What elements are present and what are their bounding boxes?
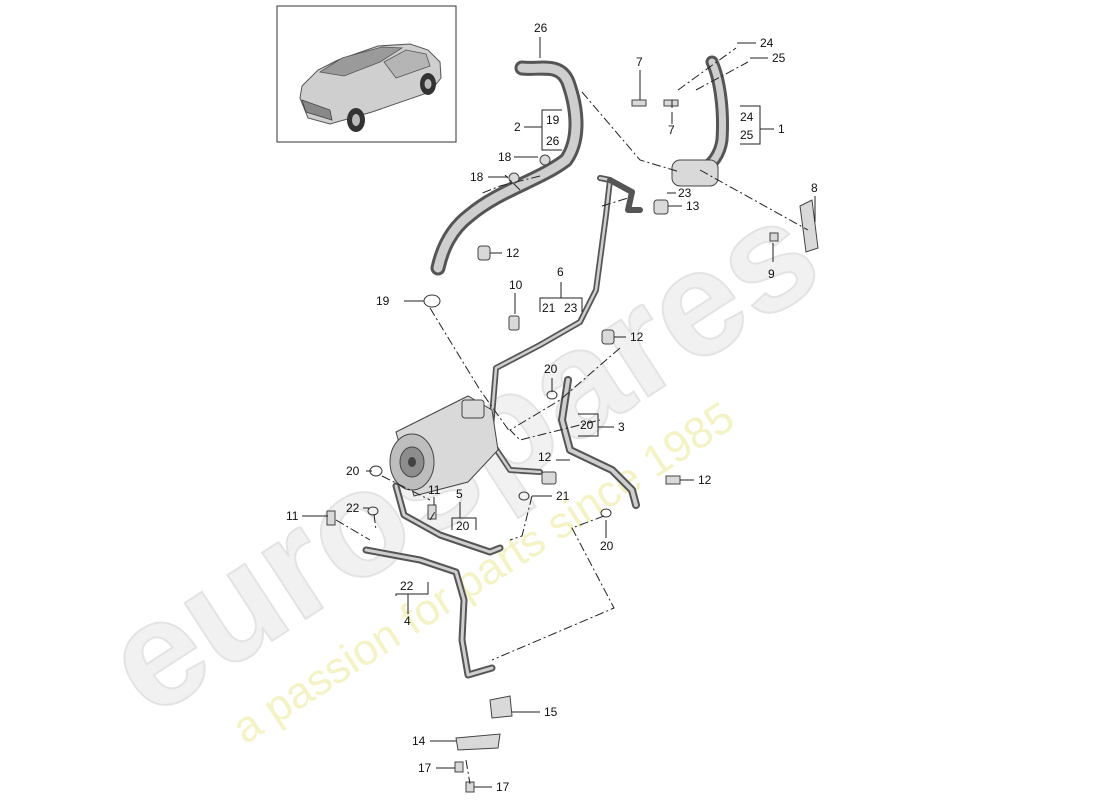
seal-18-a: [539, 154, 551, 166]
label-18-lower: 18: [470, 170, 484, 184]
label-7-right: 7: [668, 123, 675, 137]
label-23-top: 23: [678, 186, 692, 200]
label-20-group5: 20: [456, 519, 470, 533]
label-23-group: 23: [564, 301, 578, 315]
label-19-group: 19: [546, 113, 560, 127]
label-25-top: 25: [772, 51, 786, 65]
label-12-upper: 12: [506, 246, 520, 260]
label-2: 2: [514, 120, 521, 134]
bolt-11-b: [427, 504, 437, 520]
label-20-right: 20: [600, 539, 614, 553]
bolt-7-right: [663, 99, 679, 108]
label-21-low: 21: [556, 489, 570, 503]
bracket-15: [489, 695, 513, 719]
label-18-upper: 18: [498, 150, 512, 164]
label-26-group: 26: [546, 134, 560, 148]
label-12-right: 12: [698, 473, 712, 487]
label-24-top: 24: [760, 36, 774, 50]
small-parts: [326, 84, 819, 793]
label-20-mid: 20: [544, 362, 558, 376]
o-ring-22: [367, 506, 379, 516]
label-15: 15: [544, 705, 558, 719]
label-14: 14: [412, 734, 426, 748]
label-21-group: 21: [542, 301, 556, 315]
label-24-group: 24: [740, 110, 754, 124]
label-11-mid: 11: [428, 483, 441, 497]
label-4: 4: [404, 614, 411, 628]
leaders: [302, 37, 816, 788]
bolt-17-a: [454, 761, 464, 773]
connection-lines: [335, 47, 809, 785]
label-5: 5: [456, 487, 463, 501]
hose-26: [430, 60, 584, 276]
bracket-8: [799, 199, 819, 253]
label-17-right: 17: [496, 780, 510, 794]
label-7-left: 7: [636, 55, 643, 69]
cap-12-a: [477, 245, 491, 261]
line-5: [392, 482, 504, 556]
o-ring-21: [518, 491, 530, 501]
label-13: 13: [686, 199, 700, 213]
label-10: 10: [509, 278, 523, 292]
label-9: 9: [768, 267, 775, 281]
suv-car-icon: [299, 43, 442, 132]
o-ring-20-c: [600, 508, 612, 518]
bolt-12-c: [665, 475, 681, 485]
cap-12-b: [601, 329, 615, 345]
label-17-left: 17: [418, 761, 432, 775]
label-6: 6: [557, 265, 564, 279]
bolt-7-left: [631, 84, 647, 107]
label-12-low: 12: [538, 450, 552, 464]
label-12-mid: 12: [630, 330, 644, 344]
label-19: 19: [376, 294, 390, 308]
label-8: 8: [811, 181, 818, 195]
line-4: [362, 546, 496, 679]
o-ring-19: [423, 294, 441, 308]
label-20-left: 20: [346, 464, 360, 478]
label-22-group: 22: [400, 579, 414, 593]
valve-10: [508, 315, 520, 331]
clip-12-d: [541, 471, 557, 485]
label-26: 26: [534, 21, 548, 35]
label-3: 3: [618, 420, 625, 434]
label-22-upper: 22: [346, 501, 360, 515]
hose-1-fitting: [671, 159, 719, 187]
hose-1: [671, 55, 729, 187]
label-25-group: 25: [740, 128, 754, 142]
bolt-9: [769, 232, 779, 242]
ac-compressor: [389, 395, 499, 497]
clip-13: [653, 199, 669, 215]
bolt-11-a: [326, 510, 336, 526]
label-11-left: 11: [286, 509, 299, 523]
callout-labels: 26 24 25 7 7 24 25 1 2 19 26 18 18 23 13…: [286, 21, 818, 794]
label-20-group3: 20: [580, 418, 594, 432]
seal-18-b: [508, 172, 520, 184]
label-1: 1: [778, 122, 785, 136]
bracket-14: [455, 733, 501, 751]
line-3: [558, 376, 640, 509]
line-6: [487, 175, 643, 475]
thumbnail-box: [276, 5, 457, 143]
